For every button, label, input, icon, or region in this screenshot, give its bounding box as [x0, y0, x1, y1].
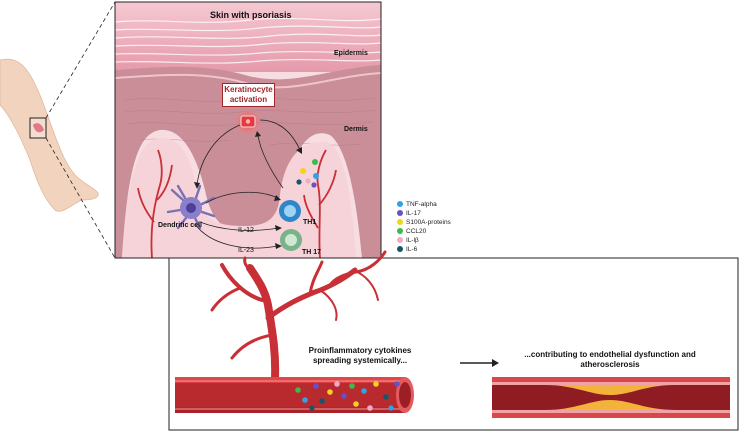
- legend-dot: [397, 219, 403, 225]
- contributing-label: ...contributing to endothelial dysfuncti…: [524, 350, 696, 369]
- arm-illustration: [0, 58, 99, 212]
- dermis-label: Dermis: [344, 126, 368, 133]
- epidermis-label: Epidermis: [334, 50, 368, 57]
- atherosclerotic-vessel: [492, 377, 730, 418]
- legend-item-il1b: IL-lβ: [397, 237, 419, 244]
- spreading-label: Proinflammatory cytokines spreading syst…: [308, 346, 412, 365]
- legend-dot: [397, 210, 403, 216]
- cytokine-legend: TNF-alpha IL-17 S100A-proteins CCL20 IL-…: [397, 201, 477, 261]
- legend-dot: [397, 237, 403, 243]
- legend-item-tnf-alpha: TNF-alpha: [397, 201, 437, 208]
- legend-item-ccl20: CCL20: [397, 228, 426, 235]
- legend-dot: [397, 201, 403, 207]
- main-blood-vessel: [175, 377, 414, 413]
- skin-panel-title: Skin with psoriasis: [210, 10, 292, 20]
- legend-item-il6: IL-6: [397, 246, 417, 253]
- skin-cross-section: [115, 2, 381, 258]
- legend-item-s100a: S100A-proteins: [397, 219, 451, 226]
- th1-label: TH1: [303, 219, 317, 226]
- keratinocyte-activation-label: Keratinocyte activation: [222, 83, 275, 107]
- branching-vessel: [210, 250, 387, 382]
- il12-label: IL-12: [238, 227, 254, 234]
- il23-label: IL-23: [238, 247, 254, 254]
- legend-dot: [397, 246, 403, 252]
- th17-label: TH 17: [302, 249, 322, 256]
- legend-dot: [397, 228, 403, 234]
- dendritic-cell-label: Dendritic cell: [158, 222, 202, 229]
- dendritic-cell-illustration: [166, 184, 216, 230]
- legend-item-il17: IL-17: [397, 210, 421, 217]
